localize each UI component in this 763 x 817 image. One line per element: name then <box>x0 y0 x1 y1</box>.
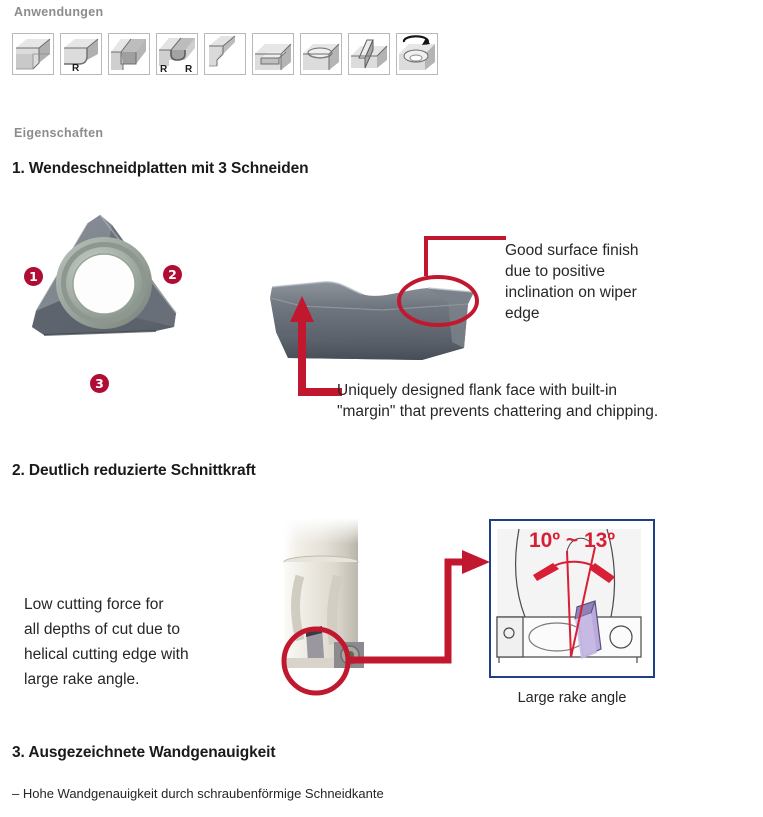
ramping-icon[interactable] <box>204 33 246 75</box>
feature-3-bullet: – Hohe Wandgenauigkeit durch schraubenfö… <box>12 786 384 801</box>
shoulder-milling-icon[interactable] <box>12 33 54 75</box>
plunge-pocket-icon[interactable] <box>300 33 342 75</box>
feature-2-heading: 2. Deutlich reduzierte Schnittkraft <box>12 462 256 479</box>
feature-3-heading: 3. Ausgezeichnete Wandgenauigkeit <box>12 744 276 761</box>
wiper-edge-highlight-ellipse <box>397 275 479 327</box>
flank-face-callout-text: Uniquely designed flank face with built-… <box>337 382 659 420</box>
rake-angle-arrow <box>346 550 490 664</box>
rake-angle-caption: Large rake angle <box>517 690 627 706</box>
flank-face-leader-line <box>298 372 342 396</box>
svg-text:R: R <box>160 64 168 74</box>
insert-badge-3: 3 <box>90 374 109 393</box>
low-cutting-force-text: Low cutting force for all depths of cut … <box>24 596 189 688</box>
insert-badge-2: 2 <box>163 265 182 284</box>
shoulder-milling-radius-icon[interactable]: R <box>60 33 102 75</box>
rake-angle-diagram: 10º ~ 13º <box>489 519 655 678</box>
wiper-edge-leader-line <box>424 236 506 276</box>
svg-text:R: R <box>185 64 193 74</box>
feature-1-heading: 1. Wendeschneidplatten mit 3 Schneiden <box>12 160 309 177</box>
pocket-milling-icon[interactable] <box>252 33 294 75</box>
features-label: Eigenschaften <box>14 126 104 140</box>
svg-text:R: R <box>72 63 80 74</box>
helical-interpolation-icon[interactable] <box>396 33 438 75</box>
wall-milling-icon[interactable] <box>348 33 390 75</box>
slot-milling-icon[interactable] <box>108 33 150 75</box>
insert-badge-1: 1 <box>24 267 43 286</box>
rake-angle-value: 10º ~ 13º <box>529 529 615 552</box>
wiper-edge-callout-text: Good surface finish due to positive incl… <box>505 242 639 322</box>
insert-side-view-image <box>262 262 492 372</box>
slot-milling-radius-icon[interactable]: R R <box>156 33 198 75</box>
trigon-insert-image <box>16 205 206 380</box>
applications-label: Anwendungen <box>14 5 104 19</box>
application-icon-strip: R R R <box>12 33 438 75</box>
